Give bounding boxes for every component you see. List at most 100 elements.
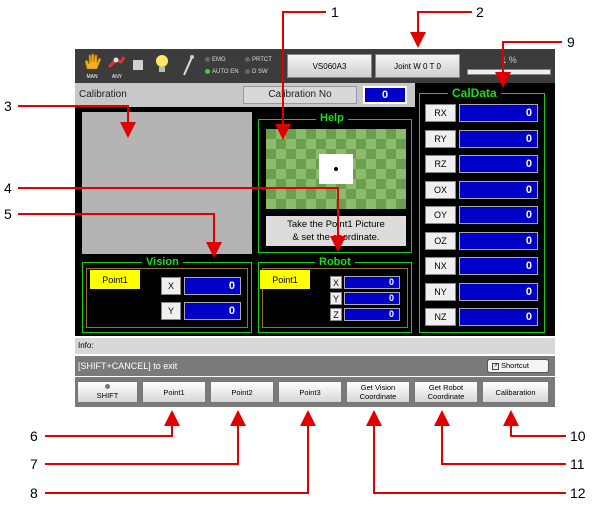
camera-image-area[interactable] [82, 112, 252, 254]
callout-line-8 [45, 410, 316, 494]
caldata-value[interactable]: 0 [459, 257, 538, 275]
callout-line-2 [410, 11, 472, 48]
caldata-value[interactable]: 0 [459, 155, 538, 173]
emg-label: EMG [212, 57, 226, 63]
vision-x-value[interactable]: 0 [184, 277, 241, 295]
robot-inner [262, 268, 408, 328]
shift-indicator-icon [105, 384, 110, 389]
robot-point-label: Point1 [260, 270, 310, 289]
caldata-label: NZ [425, 308, 456, 326]
caldata-label: NX [425, 257, 456, 275]
robot-title: Robot [315, 256, 355, 268]
stop-icon[interactable] [133, 60, 143, 70]
man-label: MAN [86, 74, 98, 80]
manual-mode-icon[interactable]: MAN [81, 53, 103, 80]
robot-y-value[interactable]: 0 [344, 292, 400, 305]
point2-button[interactable]: Point2 [210, 381, 274, 403]
status-message: [SHIFT+CANCEL] to exit [78, 361, 178, 371]
callout-line-3 [18, 105, 136, 138]
callout-1: 1 [331, 4, 339, 20]
caldata-label: OZ [425, 231, 456, 250]
robot-any-icon[interactable]: ANY [106, 53, 128, 80]
autoen-indicator: AUTO EN [205, 68, 239, 76]
speed-value: 1 % [501, 55, 517, 65]
autoen-label: AUTO EN [212, 69, 239, 75]
get-robot-coordinate-button[interactable]: Get Robot Coordinate [414, 381, 478, 403]
callout-2: 2 [476, 4, 484, 20]
pendant-tool-icon[interactable] [181, 53, 195, 79]
get-robot-label-2: Coordinate [427, 392, 465, 401]
robot-model-button[interactable]: VS060A3 [287, 54, 372, 78]
joint-mode-button[interactable]: Joint W 0 T 0 [375, 54, 460, 78]
robot-z-label: Z [330, 308, 342, 321]
callout-7: 7 [30, 456, 38, 472]
callout-10: 10 [570, 428, 586, 444]
shortcut-button[interactable]: ↗Shortcut [487, 359, 549, 373]
shift-label: SHIFT [96, 391, 119, 400]
caldata-value[interactable]: 0 [459, 129, 538, 148]
callout-11: 11 [570, 456, 585, 472]
get-vision-label-2: Coordinate [359, 392, 397, 401]
robot-z-value[interactable]: 0 [344, 308, 400, 321]
lamp-icon[interactable] [155, 53, 169, 79]
get-vision-label-1: Get Vision [360, 383, 396, 392]
vision-point-label: Point1 [90, 270, 140, 289]
dsw-label: D SW [252, 69, 268, 75]
get-robot-label-1: Get Robot [428, 383, 464, 392]
callout-line-9 [495, 41, 562, 88]
dsw-dot-icon [245, 68, 250, 74]
callout-line-7 [45, 410, 246, 465]
emg-indicator: EMG [205, 56, 226, 64]
caldata-label: OX [425, 180, 456, 199]
vision-y-value[interactable]: 0 [184, 302, 241, 320]
info-bar: Info: [75, 338, 555, 354]
caldata-label: RX [425, 104, 456, 122]
callout-line-5 [18, 213, 222, 258]
help-image [266, 129, 406, 209]
prtct-dot-icon [245, 56, 250, 62]
autoen-dot-icon [205, 68, 210, 74]
callout-line-11 [434, 410, 566, 465]
callout-8: 8 [30, 485, 38, 501]
calibration-button[interactable]: Calibaration [482, 381, 549, 403]
callout-line-6 [45, 410, 180, 437]
caldata-value[interactable]: 0 [459, 308, 538, 326]
help-title: Help [316, 112, 348, 124]
caldata-label: NY [425, 282, 456, 301]
callout-5: 5 [4, 206, 12, 222]
point1-button[interactable]: Point1 [142, 381, 206, 403]
calibration-no-label: Calibration No [243, 86, 357, 104]
caldata-value[interactable]: 0 [459, 231, 538, 250]
prtct-label: PRTCT [252, 57, 272, 63]
shortcut-icon: ↗ [492, 362, 499, 370]
info-label: Info: [78, 341, 94, 350]
callout-line-4 [18, 187, 346, 252]
callout-line-12 [366, 410, 566, 494]
robot-x-value[interactable]: 0 [344, 276, 400, 289]
point3-button[interactable]: Point3 [278, 381, 342, 403]
caldata-value[interactable]: 0 [459, 282, 538, 301]
dsw-indicator: D SW [245, 68, 268, 76]
caldata-title: CalData [448, 87, 501, 99]
caldata-value[interactable]: 0 [459, 104, 538, 122]
vision-y-label: Y [161, 302, 181, 320]
robot-x-label: X [330, 276, 342, 289]
top-status-bar: MAN ANY EMG PRTCT AUTO EN D SW VS060A3 J… [75, 49, 555, 83]
calibration-title: Calibration [79, 89, 127, 100]
caldata-value[interactable]: 0 [459, 180, 538, 199]
status-bar: [SHIFT+CANCEL] to exit ↗Shortcut [75, 356, 555, 376]
shift-button[interactable]: SHIFT [77, 381, 138, 403]
callout-12: 12 [570, 485, 586, 501]
get-vision-coordinate-button[interactable]: Get Vision Coordinate [346, 381, 410, 403]
calibration-no-input[interactable]: 0 [363, 86, 407, 104]
caldata-value[interactable]: 0 [459, 206, 538, 224]
caldata-label: RY [425, 129, 456, 148]
robot-y-label: Y [330, 292, 342, 305]
callout-6: 6 [30, 428, 38, 444]
function-button-row: SHIFT Point1 Point2 Point3 Get Vision Co… [75, 377, 555, 407]
